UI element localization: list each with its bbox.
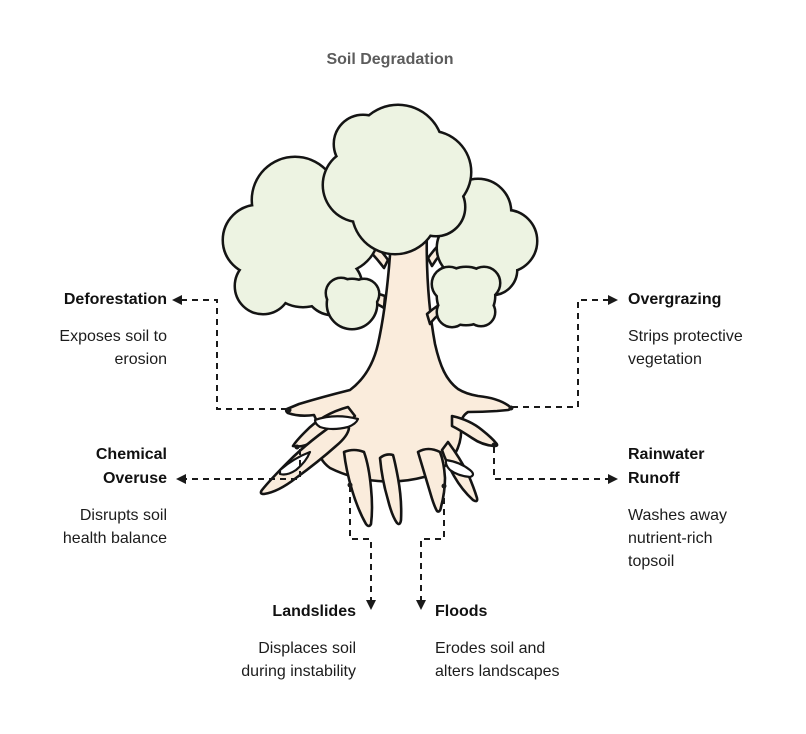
label-landslides-title: Landslides: [272, 603, 356, 620]
connector-dot: [286, 407, 292, 413]
connector-dot: [491, 442, 497, 448]
root-arm: [378, 453, 403, 526]
page-title: Soil Degradation: [326, 51, 454, 68]
connector-dot: [441, 483, 447, 489]
label-landslides-desc: Displaces soil during instability: [241, 640, 356, 680]
label-deforestation: Deforestation Exposes soil to erosion: [7, 288, 167, 371]
label-overgrazing-title: Overgrazing: [628, 291, 722, 308]
root-gap: [444, 458, 475, 479]
connector-dot: [294, 444, 300, 450]
root-arm: [450, 414, 499, 448]
label-floods-desc: Erodes soil and alters landscapes: [435, 640, 560, 680]
label-rainwater-runoff-desc: Washes away nutrient-rich topsoil: [628, 507, 727, 570]
connector-floods: [420, 487, 445, 600]
label-deforestation-title: Deforestation: [63, 291, 167, 308]
arrow-down-icon: [366, 600, 376, 610]
label-deforestation-desc: Exposes soil to erosion: [59, 328, 167, 368]
connector-landslides: [349, 486, 372, 600]
arrow-left-icon: [176, 474, 186, 484]
arrow-down-icon: [416, 600, 426, 610]
root-arm: [342, 448, 374, 528]
arrow-left-icon: [172, 295, 182, 305]
connectors: [172, 295, 618, 610]
label-floods: Floods Erodes soil and alters landscapes: [435, 600, 605, 683]
root-gap: [278, 450, 312, 476]
label-overgrazing: Overgrazing Strips protective vegetation: [628, 288, 798, 371]
label-overgrazing-desc: Strips protective vegetation: [628, 328, 743, 368]
label-landslides: Landslides Displaces soil during instabi…: [196, 600, 356, 683]
label-rainwater-runoff: Rainwater Runoff Washes away nutrient-ri…: [628, 443, 798, 573]
root-arm: [416, 447, 447, 513]
connector-dot: [347, 482, 353, 488]
arrow-right-icon: [608, 474, 618, 484]
root-gaps: [278, 415, 475, 479]
connector-deforestation: [182, 299, 287, 410]
canopy: [224, 106, 536, 328]
root-gap: [313, 415, 360, 431]
label-chemical-overuse-desc: Disrupts soil health balance: [62, 507, 167, 547]
arrow-right-icon: [608, 295, 618, 305]
label-floods-title: Floods: [435, 603, 488, 620]
label-chemical-overuse-title: Chemical Overuse: [95, 446, 167, 487]
label-chemical-overuse: Chemical Overuse Disrupts soil health ba…: [7, 443, 167, 550]
label-rainwater-runoff-title: Rainwater Runoff: [628, 446, 705, 487]
connector-rainwater-runoff: [493, 447, 608, 480]
connector-dot: [508, 405, 514, 411]
connector-overgrazing: [512, 299, 608, 408]
